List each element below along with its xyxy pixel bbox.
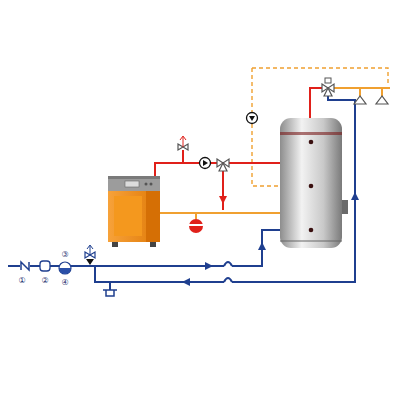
cold-water-pipe xyxy=(95,95,355,282)
boiler xyxy=(114,196,142,236)
boiler xyxy=(108,176,160,242)
safety-valve xyxy=(178,136,188,150)
storage-tank xyxy=(280,118,348,248)
storage-tank xyxy=(280,132,342,135)
callout-number: ① xyxy=(17,277,26,285)
filter xyxy=(40,261,50,271)
drain-symbol xyxy=(103,290,117,296)
drain-symbol xyxy=(103,290,117,296)
shower-head xyxy=(376,96,388,104)
safety-valve xyxy=(180,136,186,147)
recirculation-pump xyxy=(247,113,258,124)
safety-valve xyxy=(85,245,95,265)
filter xyxy=(40,261,50,271)
storage-tank xyxy=(309,184,314,189)
flow-pipe xyxy=(310,88,322,120)
flow-arrow xyxy=(182,278,190,286)
storage-tank xyxy=(280,240,342,242)
circulation-pump xyxy=(200,158,211,169)
water-meter xyxy=(59,268,71,274)
flow-arrow xyxy=(219,196,227,204)
return-pipe xyxy=(160,212,281,214)
cold-water-pipe xyxy=(224,278,232,282)
storage-tank xyxy=(342,200,348,214)
return-pipe xyxy=(360,88,382,96)
safety-valve xyxy=(86,259,94,265)
boiler xyxy=(145,183,148,186)
safety-valve xyxy=(87,245,93,255)
mixing-valve xyxy=(322,78,334,96)
boiler xyxy=(146,191,160,242)
return-pipe xyxy=(195,213,197,219)
boiler xyxy=(150,183,153,186)
mixing-valve xyxy=(325,78,331,83)
boiler xyxy=(108,176,160,247)
cold-water-pipe xyxy=(109,282,111,290)
shower-head xyxy=(354,96,388,104)
circulation-pump xyxy=(203,160,208,166)
return-pipe xyxy=(160,88,390,219)
boiler xyxy=(108,176,160,179)
recirculation-line xyxy=(252,68,388,86)
check-valve xyxy=(21,262,29,270)
callout-number: ③ xyxy=(60,251,69,259)
expansion-vessel xyxy=(189,219,203,233)
flow-arrow xyxy=(258,242,266,250)
expansion-vessel xyxy=(189,219,203,233)
callout-number: ④ xyxy=(60,279,69,287)
flow-arrow xyxy=(205,262,213,270)
recirculation-pump xyxy=(249,116,255,121)
recirculation-line xyxy=(252,68,280,186)
recirculation-pump xyxy=(247,113,258,124)
flow-pipe xyxy=(182,150,184,163)
check-valve xyxy=(20,262,30,270)
water-meter xyxy=(59,262,71,274)
storage-tank xyxy=(309,140,314,145)
three-way-valve xyxy=(219,163,227,171)
mixing-valve xyxy=(324,88,332,96)
cold-water-pipe xyxy=(8,95,355,290)
cold-water-pipe xyxy=(224,262,232,266)
flow-arrow xyxy=(351,192,359,200)
check-valve xyxy=(20,262,30,270)
water-meter xyxy=(59,262,71,274)
boiler xyxy=(108,176,160,191)
boiler xyxy=(125,181,139,187)
three-way-valve xyxy=(217,159,229,171)
expansion-vessel xyxy=(189,224,203,226)
shower-head xyxy=(354,96,366,104)
storage-tank xyxy=(309,228,314,233)
circulation-pump xyxy=(200,158,211,169)
storage-tank xyxy=(280,118,342,248)
callout-number: ② xyxy=(40,277,49,285)
